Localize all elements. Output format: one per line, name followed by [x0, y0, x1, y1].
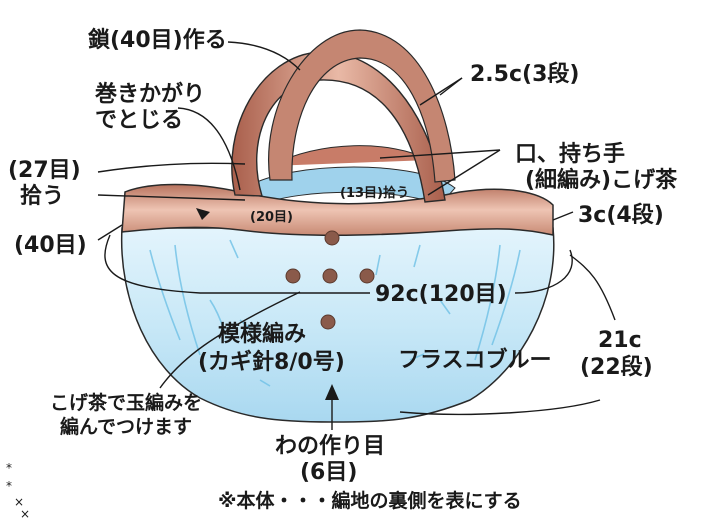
label-whip-line1: 巻きかがり	[95, 82, 206, 107]
label-stitches-40: (40目)	[14, 233, 87, 258]
label-handle-rows: 2.5c(3段)	[470, 62, 580, 87]
label-bobble-line2: 編んでつけます	[60, 416, 193, 438]
label-pattern-line2: (カギ針8/0号)	[198, 350, 345, 375]
label-stitches-20: (20目)	[250, 210, 293, 225]
label-chain-40: 鎖(40目)作る	[88, 28, 227, 53]
arrow-head-rim	[196, 208, 210, 220]
label-pattern-line1: 模様編み	[218, 322, 307, 347]
label-rim-rows: 3c(4段)	[578, 203, 664, 228]
corner-marks: **××	[6, 461, 30, 521]
label-pick-27-line1: (27目)	[8, 158, 81, 183]
note-text: ※本体・・・編地の裏側を表にする	[218, 490, 522, 512]
label-circumference: 92c(120目)	[375, 282, 507, 307]
bag-handle-back	[268, 29, 456, 183]
label-height-line2: (22段)	[580, 355, 653, 380]
bag-inner	[244, 166, 456, 206]
svg-text:*: *	[6, 479, 12, 493]
label-color-flask-blue: フラスコブルー	[398, 348, 552, 373]
label-pick-13: (13目)拾う	[340, 186, 409, 201]
svg-text:×: ×	[14, 495, 24, 509]
leader-lines	[97, 41, 616, 430]
svg-text:*: *	[6, 461, 12, 475]
bobbles	[285, 230, 375, 330]
label-whip-line2: でとじる	[95, 108, 184, 133]
body-texture	[149, 239, 521, 387]
label-pick-27-line2: 拾う	[20, 184, 65, 209]
label-ring-line2: (6目)	[300, 460, 358, 485]
label-mouth-handle-line2: (細編み)こげ茶	[525, 168, 678, 193]
label-height-line1: 21c	[598, 328, 642, 353]
label-ring-line1: わの作り目	[275, 434, 386, 459]
arrow-head-ring	[325, 384, 339, 400]
label-bobble-line1: こげ茶で玉編みを	[50, 392, 203, 414]
label-mouth-handle-line1: 口、持ち手	[515, 142, 626, 167]
svg-text:×: ×	[20, 507, 30, 521]
